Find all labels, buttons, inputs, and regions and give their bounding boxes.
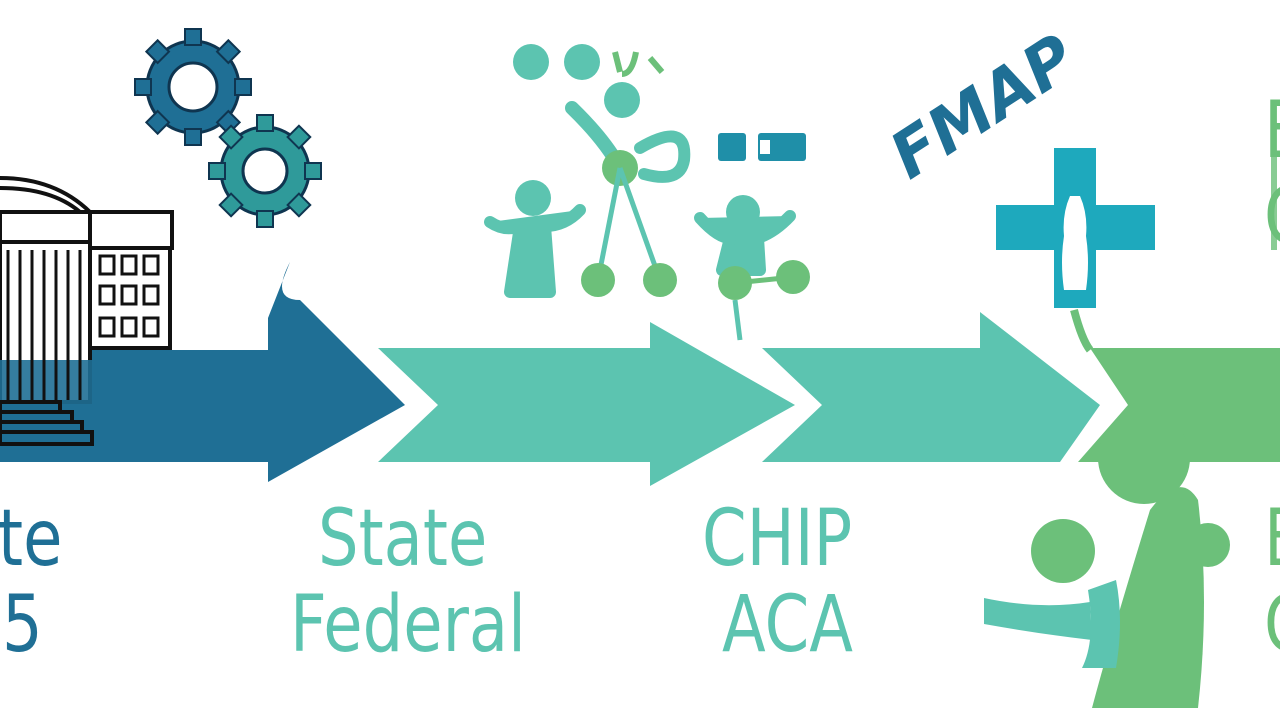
stage-4-top-line1: E	[1264, 92, 1280, 170]
stage-2-line2: Federal	[290, 580, 526, 670]
stage-4-bottom-line2: C	[1264, 586, 1280, 664]
people-network-icon	[484, 44, 691, 298]
capitol-building-icon	[0, 176, 174, 446]
stage-4-top-line2: C	[1264, 178, 1280, 256]
stage-2-line1: State	[318, 494, 488, 584]
child-network-icon	[694, 195, 810, 341]
stage-1-line2: 5	[2, 580, 43, 670]
arrow-stage-1	[0, 262, 405, 482]
arrow-stage-3	[762, 312, 1100, 462]
gear-icon	[134, 28, 252, 146]
medical-cross-icon	[996, 148, 1155, 353]
process-arrows	[0, 262, 1280, 486]
id-card-icon	[718, 133, 806, 161]
stage-3-line1: CHIP	[702, 494, 853, 584]
family-icon	[984, 412, 1230, 708]
stage-3-line2: ACA	[722, 580, 854, 670]
arrow-stage-2	[378, 322, 795, 486]
stage-1-line1: te	[0, 494, 63, 584]
gear-icon	[208, 114, 322, 228]
stage-4-bottom-line1: E	[1264, 500, 1280, 578]
